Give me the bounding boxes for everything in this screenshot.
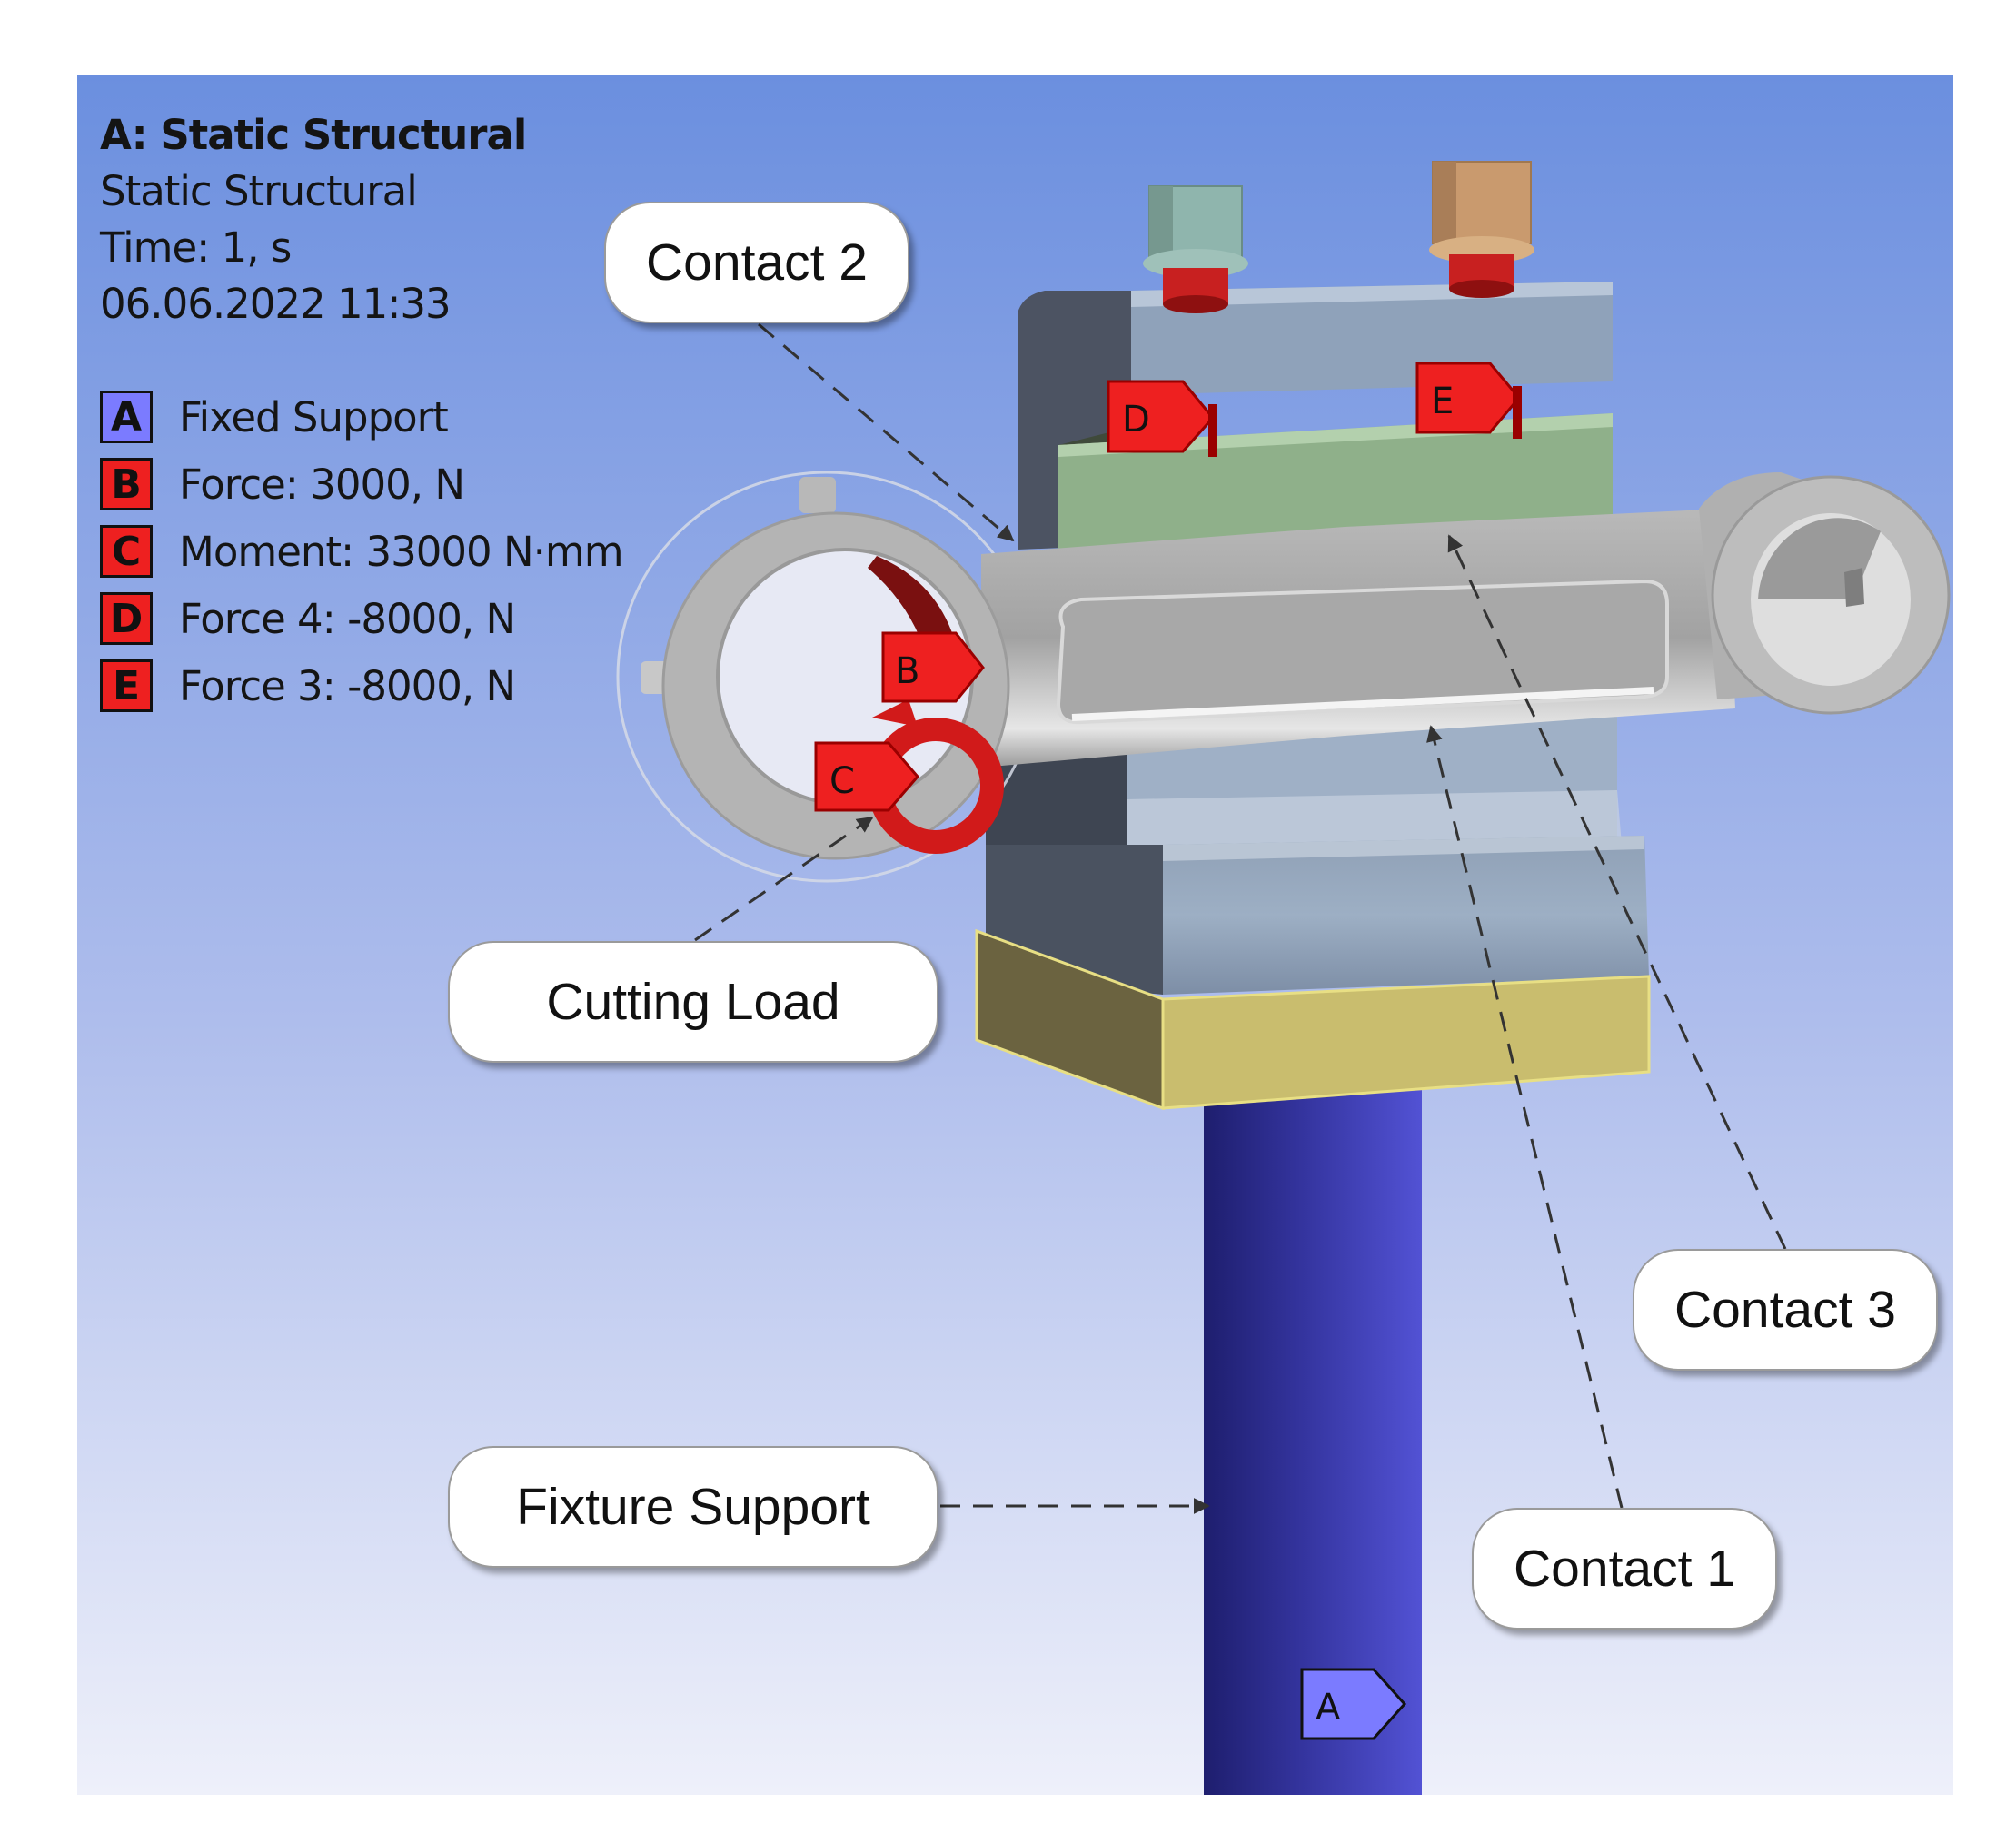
- svg-text:C: C: [829, 760, 855, 802]
- leader-contact-2: [758, 322, 1015, 542]
- bolt-left: [1143, 185, 1248, 313]
- legend-key-b: B: [100, 458, 153, 510]
- legend-label-a: Fixed Support: [179, 393, 449, 441]
- legend-label-e: Force 3: -8000, N: [179, 662, 516, 710]
- legend-key-c: C: [100, 525, 153, 578]
- callout-fixture-support: Fixture Support: [448, 1446, 938, 1568]
- svg-text:D: D: [1122, 399, 1150, 441]
- tag-c: C: [814, 741, 919, 812]
- analysis-info: A: Static Structural Static Structural T…: [100, 107, 527, 332]
- callout-contact-3: Contact 3: [1633, 1249, 1938, 1371]
- bolt-right: [1429, 161, 1534, 298]
- leader-contact-1: [1426, 725, 1624, 1509]
- analysis-time: Time: 1, s: [100, 223, 292, 272]
- callout-cutting-load: Cutting Load: [448, 941, 938, 1063]
- leader-contact-3: [1447, 534, 1787, 1250]
- legend-key-e: E: [100, 659, 153, 712]
- svg-text:A: A: [1316, 1687, 1341, 1729]
- analysis-title: A: Static Structural: [100, 111, 527, 159]
- legend-label-d: Force 4: -8000, N: [179, 595, 516, 643]
- legend-key-a: A: [100, 391, 153, 443]
- legend-key-d: D: [100, 592, 153, 645]
- legend-label-c: Moment: 33000 N·mm: [179, 528, 624, 576]
- tag-b: B: [881, 631, 985, 703]
- callout-contact-2: Contact 2: [604, 202, 909, 323]
- tag-a: A: [1300, 1668, 1407, 1740]
- clamp-base: [975, 708, 1651, 1111]
- analysis-type: Static Structural: [100, 167, 418, 215]
- legend-label-b: Force: 3000, N: [179, 461, 465, 509]
- svg-text:B: B: [895, 650, 919, 692]
- leader-cutting-load: [694, 816, 874, 942]
- leader-lines: [694, 322, 1787, 1514]
- connecting-rod: [616, 471, 1951, 883]
- analysis-datetime: 06.06.2022 11:33: [100, 280, 452, 328]
- tag-e: E: [1415, 362, 1522, 439]
- callout-contact-1: Contact 1: [1472, 1508, 1777, 1630]
- svg-text:E: E: [1431, 381, 1454, 422]
- tag-d: D: [1107, 380, 1217, 457]
